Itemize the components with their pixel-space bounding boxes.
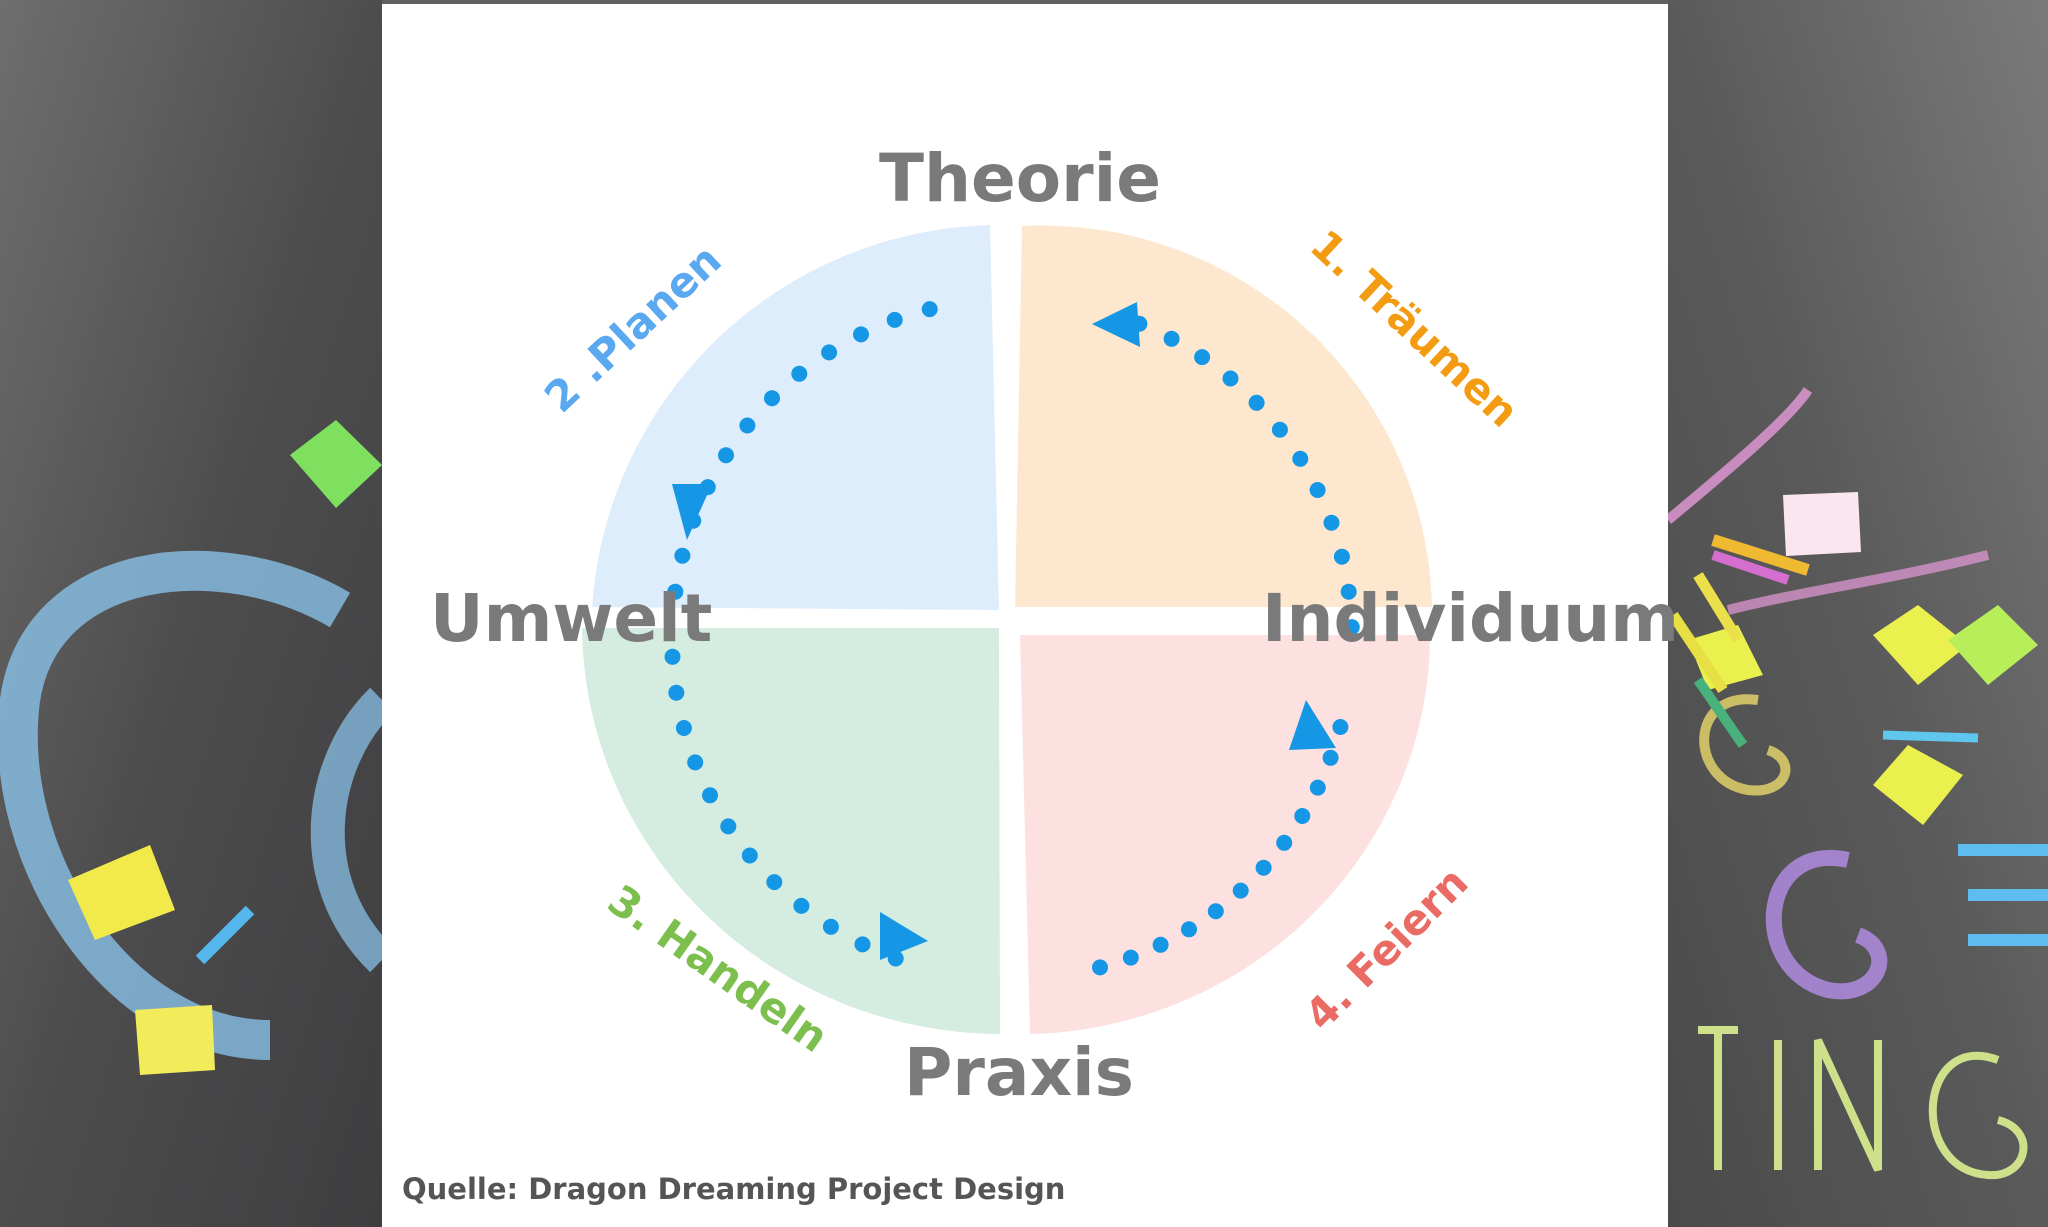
source-caption: Quelle: Dragon Dreaming Project Design (402, 1172, 1066, 1206)
arrow-dot (1292, 450, 1309, 467)
cycle-diagram (582, 225, 1432, 1034)
arrow-dot (1232, 882, 1249, 899)
arrow-dot (718, 447, 734, 464)
arrow-dot (1222, 370, 1239, 387)
axis-label-top: Theorie (879, 140, 1162, 217)
arrow-dot (667, 583, 684, 600)
background-left-chalk-photo (0, 0, 382, 1227)
arrow-dot (886, 311, 903, 328)
diagram-card: Theorie Praxis Umwelt Individuum 1. Träu… (382, 4, 1679, 1227)
arrow-handeln (664, 648, 904, 967)
arrow-dot (1333, 548, 1350, 565)
arrow-planen (667, 301, 938, 600)
arrow-dot (1294, 808, 1311, 824)
arrow-dot (821, 344, 838, 361)
axis-label-right: Individuum (1262, 580, 1680, 657)
arrow-dot (1323, 514, 1340, 531)
arrow-dot (1322, 749, 1339, 766)
arrow-dot (687, 754, 704, 771)
arrow-dot (1181, 921, 1197, 938)
arrow-dot (1163, 330, 1180, 347)
arrow-dot (1152, 936, 1169, 953)
arrow-dot (739, 417, 756, 434)
arrow-dot (664, 648, 681, 665)
arrow-dot (1332, 719, 1349, 735)
axis-label-bottom: Praxis (904, 1034, 1134, 1111)
arrow-dot (720, 818, 737, 835)
arrow-dot (1340, 583, 1357, 600)
arrow-dot (1122, 949, 1139, 966)
arrow-dot (1194, 349, 1211, 366)
arrowhead-handeln (880, 912, 928, 960)
arrow-feiern (1092, 719, 1349, 976)
arrow-dot (764, 390, 780, 407)
arrowhead-traeumen (1092, 302, 1140, 347)
arrowhead-planen (672, 484, 712, 540)
arrow-dot (1248, 394, 1265, 411)
dotted-cycle-arrows (664, 301, 1360, 976)
arrow-dot (822, 918, 839, 935)
arrow-dot (741, 847, 758, 864)
arrow-dot (793, 897, 810, 914)
arrow-dot (675, 720, 692, 736)
arrow-dot (853, 326, 869, 343)
arrow-dot (702, 787, 718, 804)
background-right-chalk-photo (1668, 0, 2048, 1227)
arrow-dot (791, 365, 808, 382)
arrow-dot (921, 301, 938, 318)
arrow-dot (1343, 619, 1360, 636)
arrow-dot (1255, 859, 1272, 876)
arrow-dot (674, 547, 691, 564)
arrow-dot (1309, 779, 1326, 796)
arrowhead-feiern (1289, 700, 1336, 750)
quadrant-bottom-left (582, 628, 1000, 1034)
arrow-dot (1207, 903, 1224, 920)
arrow-dot (854, 936, 871, 953)
arrow-dot (1276, 834, 1293, 851)
arrow-dot (1092, 959, 1108, 976)
arrow-dot (766, 874, 783, 891)
axis-label-left: Umwelt (430, 580, 713, 657)
arrow-dot (668, 684, 685, 701)
arrow-dot (1271, 421, 1288, 438)
arrow-dot (1309, 482, 1326, 498)
